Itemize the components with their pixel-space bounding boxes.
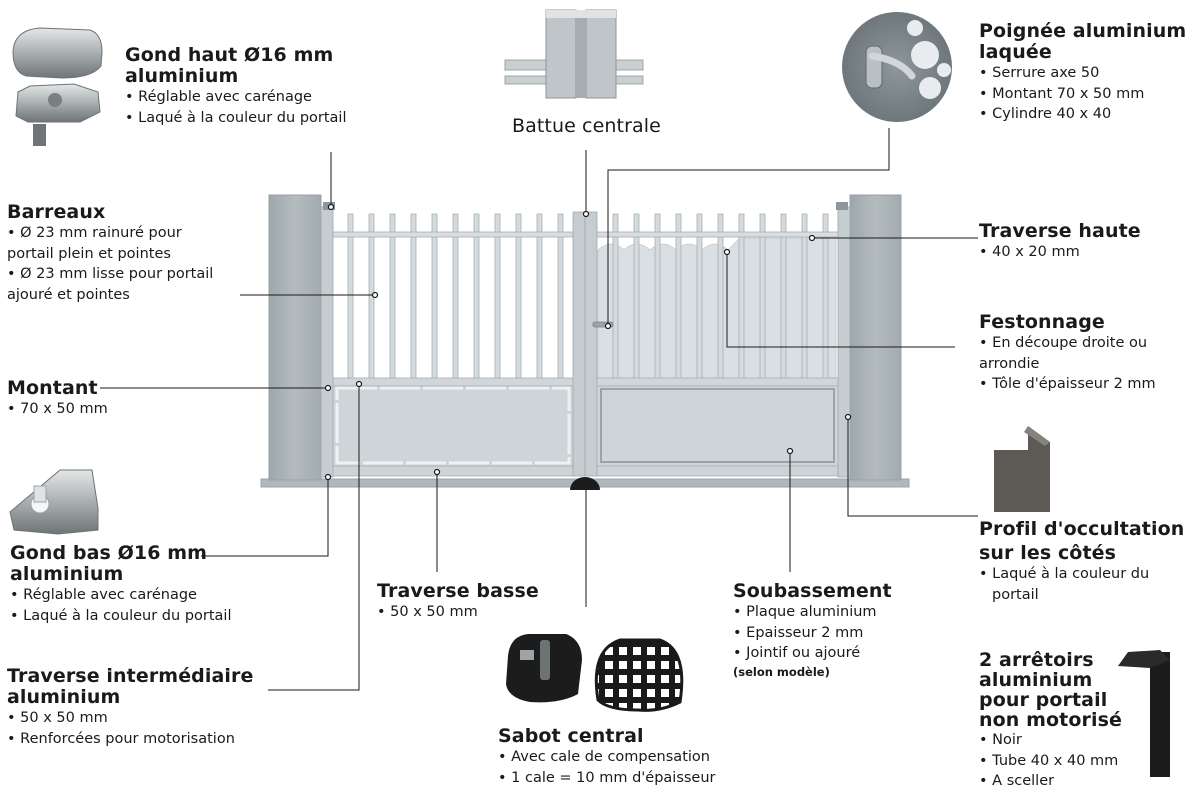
label-bullet: • Réglable avec carénage — [125, 89, 312, 105]
label-bullet: • Jointif ou ajouré — [733, 645, 861, 661]
label-line: • Ø 23 mm rainuré pour — [7, 225, 182, 241]
label-title: Traverse intermédiaire — [7, 665, 254, 687]
leader-lines — [100, 128, 978, 691]
left-pillar — [268, 194, 322, 481]
label-title: Festonnage — [979, 311, 1105, 333]
gate-stopper-icon — [1118, 650, 1170, 777]
label-title: Sabot central — [498, 725, 644, 747]
label-bullet: • 70 x 50 mm — [7, 401, 108, 417]
label-bullet: • Avec cale de compensation — [498, 749, 710, 765]
label-bars: Barreaux • Ø 23 mm rainuré pour portail … — [7, 202, 213, 305]
label-stile: Montant • 70 x 50 mm — [7, 378, 108, 420]
label-title: 2 arrêtoirs — [979, 649, 1094, 671]
side-profile-icon — [994, 426, 1050, 512]
label-line: arrondie — [979, 355, 1040, 372]
shim-grate-icon — [594, 638, 684, 712]
label-bullet: • Laqué à la couleur du portail — [10, 607, 232, 624]
label-bottom-hinge: Gond bas Ø16 mm aluminium • Réglable ave… — [10, 543, 231, 626]
label-bullet: • Cylindre 40 x 40 — [979, 106, 1112, 122]
label-bullet: • Noir — [979, 732, 1022, 748]
label-bottom-rail: Traverse basse • 50 x 50 mm — [377, 581, 539, 623]
label-bullet: • Plaque aluminium — [733, 604, 877, 620]
gate-drawing — [260, 194, 910, 490]
label-bullet: • Laqué à la couleur du portail — [125, 109, 347, 126]
label-bullet: • 40 x 20 mm — [979, 244, 1080, 260]
label-title: Gond bas Ø16 mm — [10, 542, 208, 564]
right-gate-leaf — [584, 202, 851, 478]
label-bullet: • Tube 40 x 40 mm — [979, 752, 1119, 769]
handle-closeup-icon — [842, 12, 952, 122]
label-title: aluminium — [10, 563, 124, 585]
label-title: Barreaux — [7, 201, 106, 223]
label-title: Gond haut Ø16 mm — [125, 44, 334, 66]
central-shoe-photo-icon — [506, 634, 582, 703]
label-title: Traverse haute — [979, 220, 1141, 242]
label-line: portail plein et pointes — [7, 245, 171, 262]
label-title: aluminium — [979, 669, 1093, 691]
right-pillar — [849, 194, 902, 481]
label-line: ajouré et pointes — [7, 286, 130, 303]
left-gate-leaf — [320, 202, 586, 478]
label-title: laquée — [979, 41, 1052, 63]
label-bullet: • Renforcées pour motorisation — [7, 730, 235, 747]
label-bullet: • 1 cale = 10 mm d'épaisseur — [498, 769, 716, 786]
label-title: Soubassement — [733, 580, 892, 602]
label-title: Profil d'occultation — [979, 518, 1185, 540]
label-bullet: • 50 x 50 mm — [7, 710, 108, 726]
central-post-icon — [504, 9, 644, 99]
label-bullet: • 50 x 50 mm — [377, 604, 478, 620]
label-bullet: • Epaisseur 2 mm — [733, 624, 864, 641]
label-title: pour portail — [979, 689, 1108, 711]
label-title: sur les côtés — [979, 542, 1117, 564]
label-top-hinge: Gond haut Ø16 mm aluminium • Réglable av… — [125, 45, 346, 128]
label-bullet: • Montant 70 x 50 mm — [979, 85, 1145, 102]
label-handle: Poignée aluminium laquée • Serrure axe 5… — [979, 21, 1186, 125]
label-bullet: • Serrure axe 50 — [979, 65, 1100, 81]
label-top-rail: Traverse haute • 40 x 20 mm — [979, 221, 1141, 263]
label-title: non motorisé — [979, 709, 1122, 731]
label-gate-stoppers: 2 arrêtoirs aluminium pour portail non m… — [979, 650, 1122, 792]
label-note: (selon modèle) — [733, 664, 830, 679]
central-shoe-icon — [570, 477, 600, 490]
top-hinge-icon — [12, 27, 103, 146]
label-central-shoe: Sabot central • Avec cale de compensatio… — [498, 726, 716, 788]
label-title: Poignée aluminium — [979, 20, 1187, 42]
label-title: aluminium — [7, 686, 121, 708]
label-line: • Ø 23 mm lisse pour portail — [7, 266, 214, 282]
label-scalloping: Festonnage • En découpe droite ou arrond… — [979, 312, 1156, 395]
leader-dots — [324, 203, 852, 481]
label-mid-rail: Traverse intermédiaire aluminium • 50 x … — [7, 666, 253, 749]
label-side-profile: Profil d'occultation sur les côtés • Laq… — [979, 519, 1184, 605]
label-bullet: • A sceller — [979, 773, 1055, 789]
label-title: aluminium — [125, 65, 239, 87]
label-line: • Tôle d'épaisseur 2 mm — [979, 376, 1156, 392]
label-line: • En découpe droite ou — [979, 335, 1148, 351]
label-line: • Laqué à la couleur du — [979, 566, 1150, 582]
bottom-hinge-icon — [9, 469, 99, 535]
label-base-panel: Soubassement • Plaque aluminium • Epaiss… — [733, 581, 892, 680]
label-central-post: Battue centrale — [512, 116, 661, 137]
label-title: Battue centrale — [512, 115, 661, 137]
label-title: Traverse basse — [377, 580, 539, 602]
label-line: portail — [992, 586, 1039, 603]
label-title: Montant — [7, 377, 98, 399]
label-bullet: • Réglable avec carénage — [10, 587, 197, 603]
